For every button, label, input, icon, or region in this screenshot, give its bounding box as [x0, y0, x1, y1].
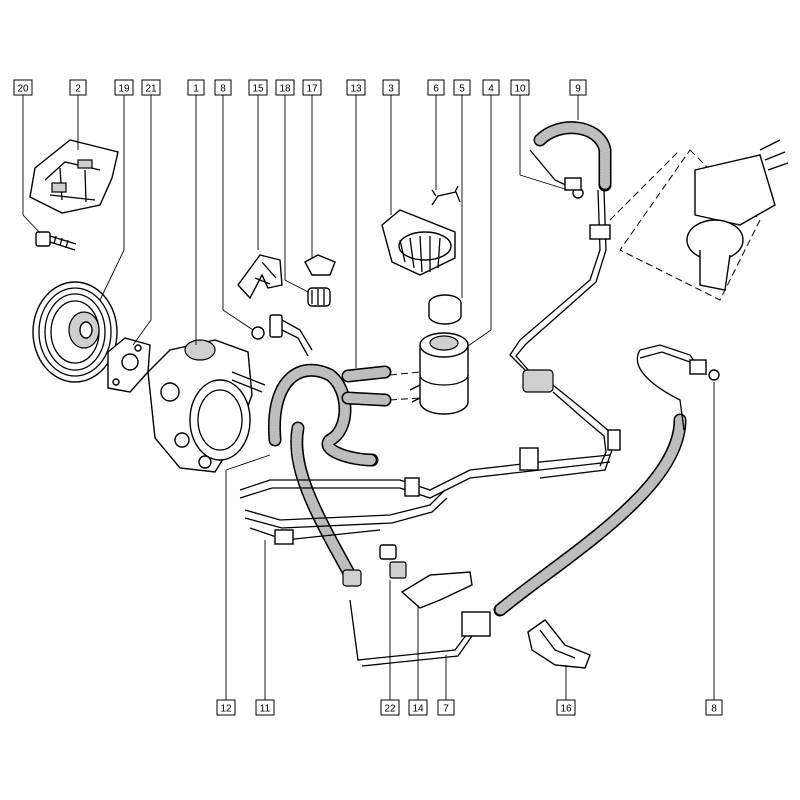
callout-1: 1: [187, 79, 205, 96]
part-steering-rack: [609, 139, 789, 301]
callout-label: 8: [220, 84, 226, 95]
part-suction-hose-12: [290, 421, 362, 587]
callout-label: 11: [260, 704, 271, 715]
callout-13: 13: [346, 79, 366, 96]
callout-8-bottom: 8: [705, 699, 723, 716]
callout-label: 14: [412, 704, 424, 715]
callout-4: 4: [482, 79, 500, 96]
part-cap-5: [428, 294, 462, 325]
callout-label: 17: [306, 84, 318, 95]
callout-19: 19: [114, 79, 134, 96]
callout-5: 5: [453, 79, 471, 96]
part-pump-1: [147, 339, 266, 473]
part-bracket-14: [400, 571, 473, 609]
callout-label: 18: [279, 84, 291, 95]
part-feed-hose-7: [349, 344, 720, 667]
callout-label: 1: [193, 84, 199, 95]
part-bolt-20: [35, 231, 77, 251]
part-cooler-pipe-11: [239, 447, 611, 545]
callout-7: 7: [437, 699, 455, 716]
callout-label: 20: [17, 84, 29, 95]
part-banjo-8: [251, 314, 313, 357]
callout-12: 12: [216, 699, 236, 716]
callout-17: 17: [302, 79, 322, 96]
callout-16: 16: [556, 699, 576, 716]
part-bush-18: [307, 287, 331, 307]
callout-label: 15: [252, 84, 264, 95]
callout-label: 10: [514, 84, 526, 95]
part-flange-21: [107, 337, 151, 393]
part-bracket-2: [29, 139, 119, 214]
callout-20: 20: [13, 79, 33, 96]
part-clip-15: [237, 254, 283, 300]
callout-label: 9: [575, 84, 581, 95]
callout-label: 13: [350, 84, 362, 95]
part-seal-10: [564, 177, 584, 199]
part-clip-17: [304, 254, 336, 276]
callout-label: 2: [75, 84, 81, 95]
callout-label: 4: [488, 84, 494, 95]
part-return-hose-13: [267, 363, 421, 467]
callout-label: 21: [145, 84, 157, 95]
callout-8-top: 8: [214, 79, 232, 96]
callout-22: 22: [380, 699, 400, 716]
part-clip-6: [431, 185, 461, 206]
callout-label: 6: [433, 84, 439, 95]
part-reservoir-4: [409, 332, 469, 415]
callout-18: 18: [275, 79, 295, 96]
callout-11: 11: [255, 699, 275, 716]
callout-label: 8: [711, 704, 717, 715]
part-high-pressure-pipe-9: [509, 121, 621, 479]
callout-15: 15: [248, 79, 268, 96]
callout-label: 19: [118, 84, 130, 95]
callout-6: 6: [427, 79, 445, 96]
part-reservoir-holder-3: [381, 209, 456, 276]
callout-label: 12: [220, 704, 232, 715]
callout-21: 21: [141, 79, 161, 96]
callout-label: 5: [459, 84, 465, 95]
part-pulley-19: [32, 281, 118, 383]
callout-label: 16: [560, 704, 572, 715]
callout-label: 22: [384, 704, 396, 715]
callout-10: 10: [510, 79, 530, 96]
part-bracket-16: [527, 619, 591, 669]
part-switch-22: [379, 544, 407, 579]
callout-3: 3: [382, 79, 400, 96]
callout-label: 3: [388, 84, 394, 95]
callout-2: 2: [69, 79, 87, 96]
leader-lines: [22, 95, 715, 700]
callout-14: 14: [408, 699, 428, 716]
callout-9: 9: [569, 79, 587, 96]
callout-label: 7: [443, 704, 449, 715]
